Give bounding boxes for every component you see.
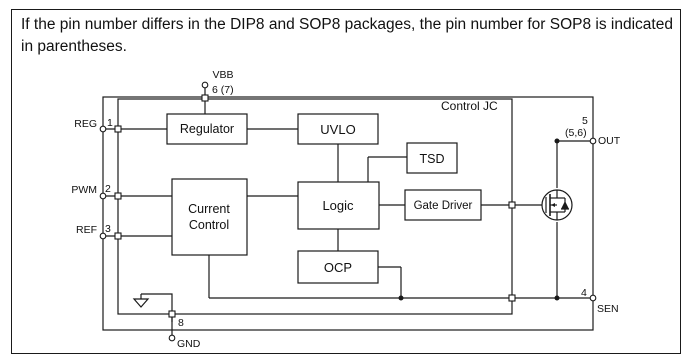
gate-driver-label: Gate Driver [414,200,473,212]
ic-label: Control JC [441,99,498,113]
node-gnd [168,310,176,318]
pin-terminal-reg [99,125,107,133]
gate-driver-block [404,189,482,221]
out-pin-number-sop: (5,6) [565,127,587,139]
body-diode-icon [561,201,569,209]
pwm-pin-name: PWM [71,184,97,196]
tsd-label: TSD [420,152,445,166]
ocp-label: OCP [324,260,352,275]
node-ref [114,232,122,240]
gnd-pin-number: 8 [178,317,184,329]
node-sense [508,294,516,302]
junction-dot [398,295,404,301]
reg-pin-name: REG [74,118,97,130]
ref-pin-name: REF [76,224,97,236]
junction-dot [554,138,560,144]
top-strip [0,0,691,14]
vbb-pin-name: VBB [212,69,233,81]
sen-pin-name: SEN [597,303,619,315]
current-control-label-line1: Current [188,202,230,216]
pin-terminal-ref [99,232,107,240]
current-control-label-line2: Control [189,218,229,232]
ref-pin-number: 3 [105,223,111,235]
tsd-block [406,142,458,174]
ground-icon [132,294,150,308]
node-pwm [114,192,122,200]
mosfet-icon [541,189,573,221]
junction-dot [554,295,560,301]
vbb-pin-number: 6 (7) [212,84,234,96]
channel-arrow-icon [551,203,555,207]
pin-terminal-out [589,137,597,145]
node-reg [114,125,122,133]
reg-pin-number: 1 [107,117,113,129]
current-control-block [171,178,248,256]
pin-terminal-sen [589,294,597,302]
uvlo-label: UVLO [320,122,355,137]
regulator-label: Regulator [180,122,234,136]
pwm-pin-number: 2 [105,183,111,195]
ocp-block [297,250,379,284]
pin-terminal-vbb [201,81,209,89]
sen-pin-number: 4 [581,287,587,299]
logic-label: Logic [322,198,354,213]
package-note: If the pin number differs in the DIP8 an… [21,16,673,55]
node-gate [508,201,516,209]
pin-terminal-pwm [99,192,107,200]
out-pin-name: OUT [598,135,621,147]
logic-block [297,181,380,230]
node-vbb [201,94,209,102]
regulator-block [166,113,248,145]
gnd-pin-name: GND [177,338,201,349]
ic-outline [102,96,594,331]
pin-terminal-gnd [168,334,176,342]
uvlo-block [297,113,379,145]
out-pin-number: 5 [582,115,588,127]
